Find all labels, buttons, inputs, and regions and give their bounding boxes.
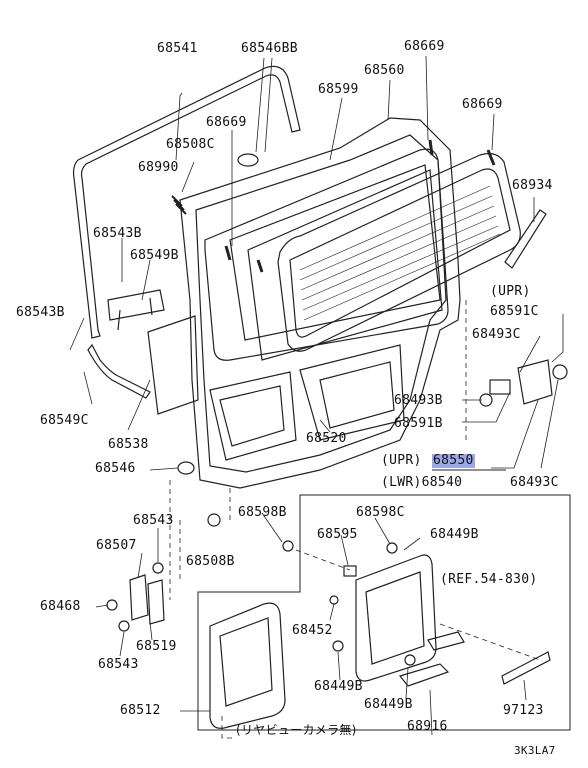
label-ref-54-830: (REF.54-830) [440,572,538,587]
label-upr-2: (UPR) [381,453,422,468]
label-68543B-left: 68543B [16,305,65,320]
label-68508B: 68508B [186,554,235,569]
label-68449B-low: 68449B [364,697,413,712]
label-68669-left: 68669 [206,115,247,130]
label-68468: 68468 [40,599,81,614]
label-68493C-upper: 68493C [472,327,521,342]
label-68591C: 68591C [490,304,539,319]
label-68493B: 68493B [394,393,443,408]
label-68519: 68519 [136,639,177,654]
label-rear-view-camera-note: (リヤビューカメラ無) [236,723,357,737]
label-68599: 68599 [318,82,359,97]
label-68543B-upper: 68543B [93,226,142,241]
label-68560: 68560 [364,63,405,78]
label-68595: 68595 [317,527,358,542]
label-68550-highlighted[interactable]: 68550 [432,453,475,468]
label-68449B-top: 68449B [430,527,479,542]
label-68508C: 68508C [166,137,215,152]
label-68538: 68538 [108,437,149,452]
label-68549B: 68549B [130,248,179,263]
label-68598C: 68598C [356,505,405,520]
label-68546BB: 68546BB [241,41,298,56]
label-68543-lower: 68543 [98,657,139,672]
label-68520: 68520 [306,431,347,446]
label-68549C: 68549C [40,413,89,428]
label-68598B: 68598B [238,505,287,520]
label-68512: 68512 [120,703,161,718]
label-68916: 68916 [407,719,448,734]
label-upr-1: (UPR) [490,284,531,299]
diagram-code: 3K3LA7 [514,744,556,757]
label-lwr-68540: (LWR)68540 [381,475,463,490]
label-68507: 68507 [96,538,137,553]
label-68543-upper: 68543 [133,513,174,528]
label-68541: 68541 [157,41,198,56]
label-68934: 68934 [512,178,553,193]
label-68452: 68452 [292,623,333,638]
label-97123: 97123 [503,703,544,718]
label-68546: 68546 [95,461,136,476]
label-68591B: 68591B [394,416,443,431]
label-68449B-mid: 68449B [314,679,363,694]
label-68669-top: 68669 [404,39,445,54]
label-68990: 68990 [138,160,179,175]
label-68493C-lower: 68493C [510,475,559,490]
label-68669-right: 68669 [462,97,503,112]
